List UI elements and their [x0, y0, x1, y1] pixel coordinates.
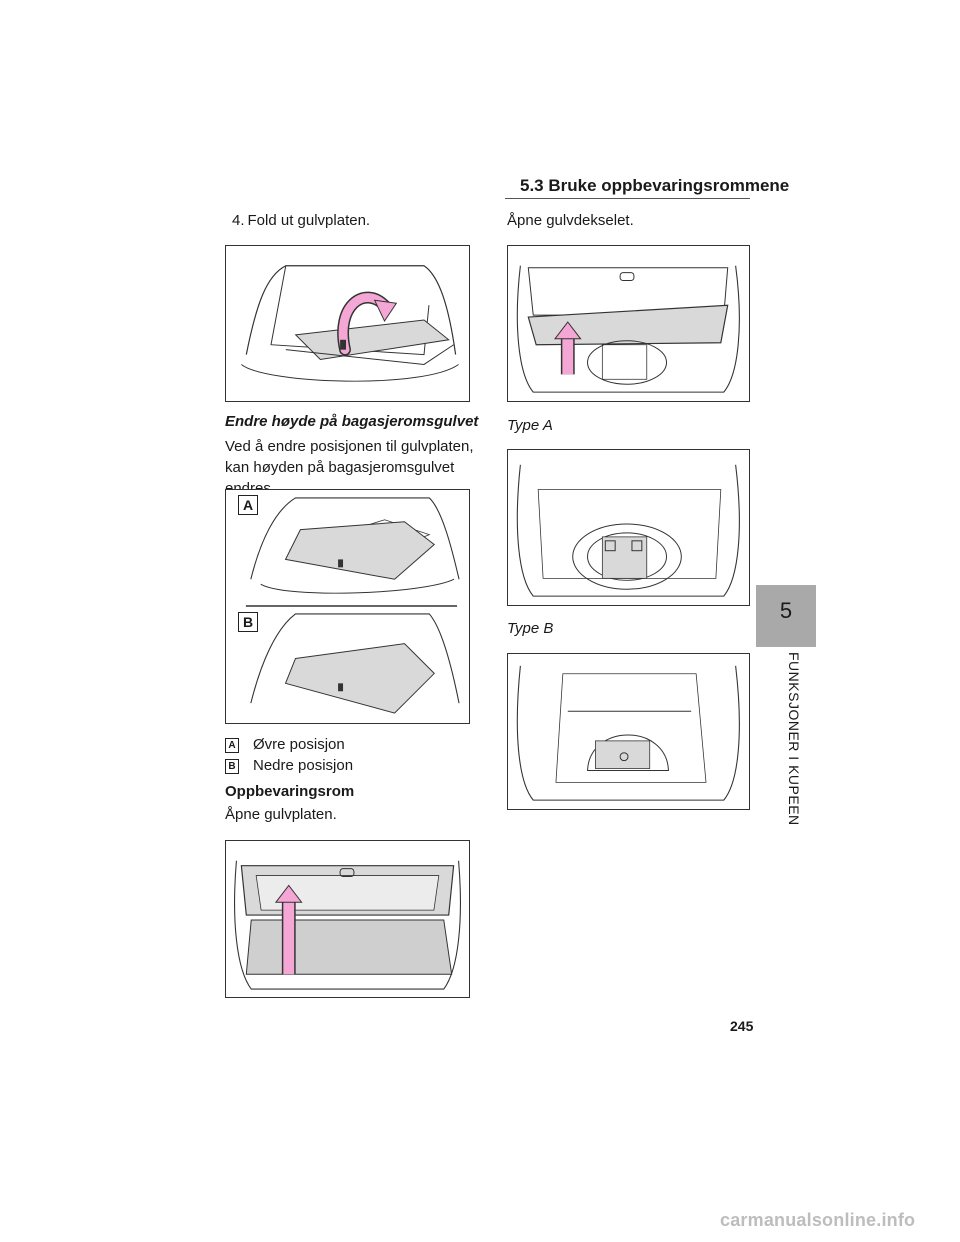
figure-type-b	[507, 653, 750, 810]
trunk-fold-illustration	[241, 265, 459, 382]
paragraph-storage: Åpne gulvplaten.	[225, 806, 337, 823]
instruction-open-floor-cover: Åpne gulvdekselet.	[507, 212, 634, 229]
legend-key-a: A	[225, 737, 239, 753]
header-rule	[505, 198, 750, 199]
heading-storage: Oppbevaringsrom	[225, 783, 355, 800]
watermark: carmanualsonline.info	[720, 1210, 916, 1230]
figure-open-floor-board	[225, 840, 470, 998]
heading-floor-height: Endre høyde på bagasjeromsgulvet	[225, 413, 479, 430]
type-b-label: Type B	[507, 620, 554, 637]
type-a-label: Type A	[507, 417, 553, 434]
type-a-illustration	[516, 464, 740, 597]
step-4-text: 4. Fold ut gulvplaten.	[232, 212, 371, 229]
legend-key-b: B	[225, 758, 239, 774]
type-b-illustration	[516, 665, 740, 801]
figure-floor-positions: A B	[225, 489, 470, 724]
figure-label-b: B	[238, 612, 258, 632]
figure-label-a: A	[238, 495, 258, 515]
chapter-number: 5	[779, 598, 793, 623]
section-title: 5.3 Bruke oppbevaringsrommene	[520, 176, 790, 195]
figure-fold-out-floor	[225, 245, 470, 402]
open-floor-board-illustration	[234, 860, 461, 990]
legend-text-b: Nedre posisjon	[253, 757, 354, 774]
figure-type-a	[507, 449, 750, 606]
chapter-tab	[756, 585, 816, 647]
figure-open-floor-cover	[507, 245, 750, 402]
legend-text-a: Øvre posisjon	[253, 736, 345, 753]
floor-positions-illustration	[245, 497, 460, 714]
open-floor-cover-illustration	[516, 265, 740, 393]
legend-item-b: B Nedre posisjon	[225, 755, 353, 776]
page-number: 245	[730, 1018, 754, 1034]
legend-item-a: A Øvre posisjon	[225, 734, 345, 755]
chapter-title: FUNKSJONER I KUPEEN	[786, 652, 802, 826]
